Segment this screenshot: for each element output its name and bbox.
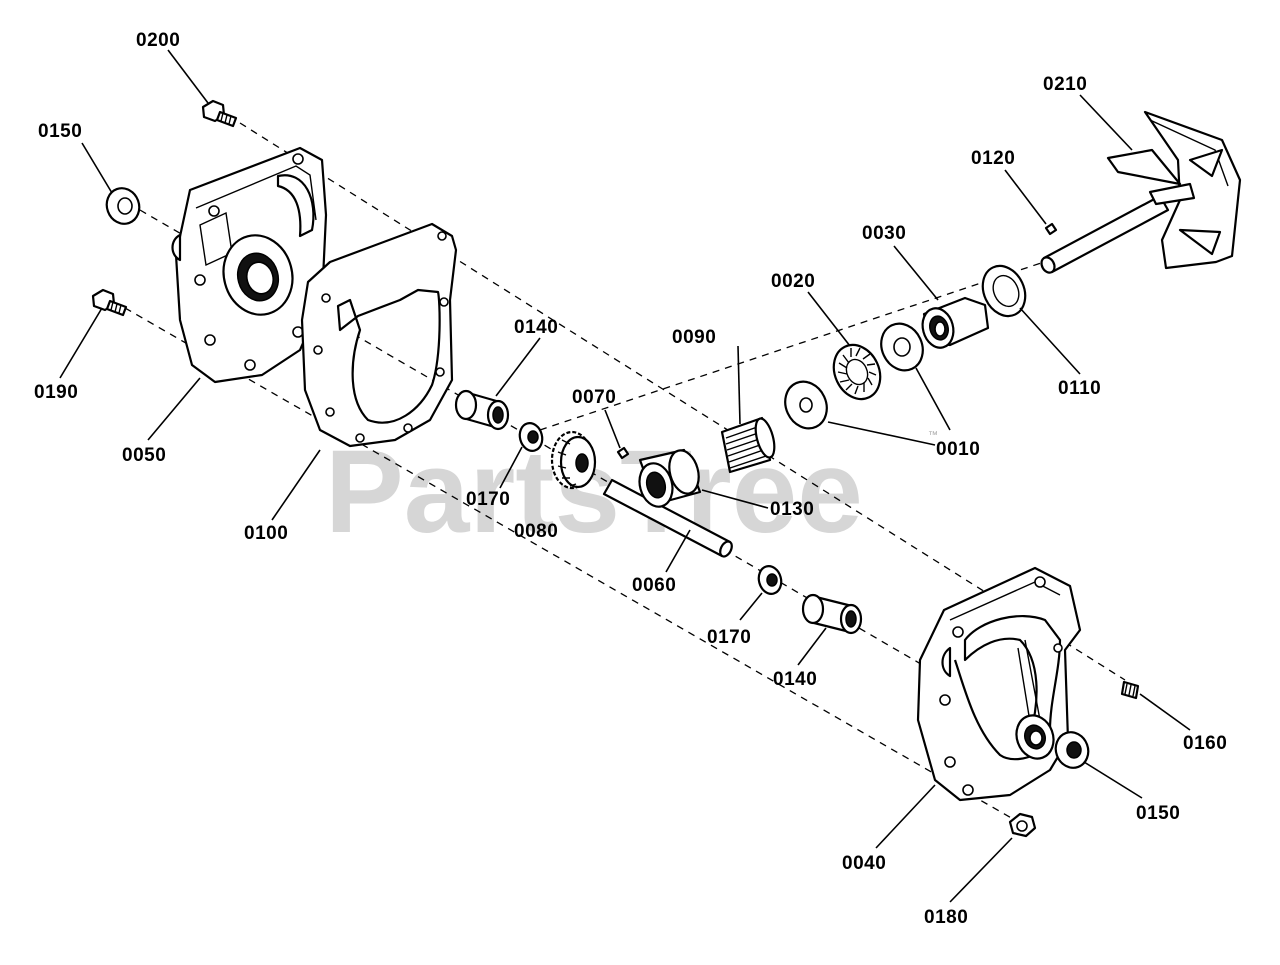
callout-0020: 0020 (771, 271, 815, 292)
callout-labels: 0200 0150 0190 0050 0100 0140 0170 0070 … (34, 30, 1227, 928)
seal-0110[interactable] (975, 259, 1033, 323)
callout-0140-left: 0140 (514, 317, 558, 338)
washer-0150-left[interactable] (102, 184, 144, 229)
callout-0210: 0210 (1043, 74, 1087, 95)
key-0070[interactable] (616, 446, 630, 460)
callout-0010: 0010 (936, 439, 980, 460)
bolt-0190[interactable] (91, 288, 128, 317)
callout-0060: 0060 (632, 575, 676, 596)
callout-0160: 0160 (1183, 733, 1227, 754)
callout-0120: 0120 (971, 148, 1015, 169)
worm-gear-0090[interactable] (720, 416, 778, 474)
callout-0030: 0030 (862, 223, 906, 244)
washer-0010-small[interactable] (778, 375, 835, 435)
washer-0170-left[interactable] (517, 421, 545, 454)
nut-0180[interactable] (1008, 812, 1037, 838)
callout-0040: 0040 (842, 853, 886, 874)
callout-0170-left: 0170 (466, 489, 510, 510)
callout-0070: 0070 (572, 387, 616, 408)
callout-0130: 0130 (770, 499, 814, 520)
bushing-0130[interactable] (635, 447, 703, 510)
assembly-axis-lines (124, 122, 1126, 824)
watermark-tm: ™ (928, 430, 938, 441)
key-0120[interactable] (1044, 222, 1058, 236)
right-housing-0040[interactable] (916, 566, 1082, 802)
bolt-0200[interactable] (201, 99, 238, 128)
gasket-0100[interactable] (300, 222, 458, 448)
washer-0150-right[interactable] (1051, 728, 1093, 773)
callout-0050: 0050 (122, 445, 166, 466)
washer-0170-right[interactable] (756, 564, 784, 597)
bushing-0140-left[interactable] (454, 389, 510, 431)
watermark: PartsTree (325, 426, 863, 558)
callout-0080: 0080 (514, 521, 558, 542)
shaft-0060[interactable] (602, 478, 734, 558)
callout-0200: 0200 (136, 30, 180, 51)
callout-0150-left: 0150 (38, 121, 82, 142)
bearing-0030[interactable] (918, 296, 990, 351)
gear-0080[interactable] (550, 430, 597, 490)
callout-0100: 0100 (244, 523, 288, 544)
left-housing-0050[interactable] (171, 146, 328, 384)
washer-0010-large[interactable] (874, 317, 931, 377)
callout-0190: 0190 (34, 382, 78, 403)
callout-0110: 0110 (1058, 378, 1101, 399)
leader-lines (59, 49, 1191, 903)
callout-0140-right: 0140 (773, 669, 817, 690)
callout-0090: 0090 (672, 327, 716, 348)
thrust-bearing-0020[interactable] (825, 337, 889, 406)
set-screw-0160[interactable] (1120, 680, 1140, 700)
callout-0150-right: 0150 (1136, 803, 1180, 824)
impeller-shaft-0210[interactable] (1039, 110, 1242, 275)
callout-0180: 0180 (924, 907, 968, 928)
callout-0170-right: 0170 (707, 627, 751, 648)
bushing-0140-right[interactable] (801, 593, 863, 635)
